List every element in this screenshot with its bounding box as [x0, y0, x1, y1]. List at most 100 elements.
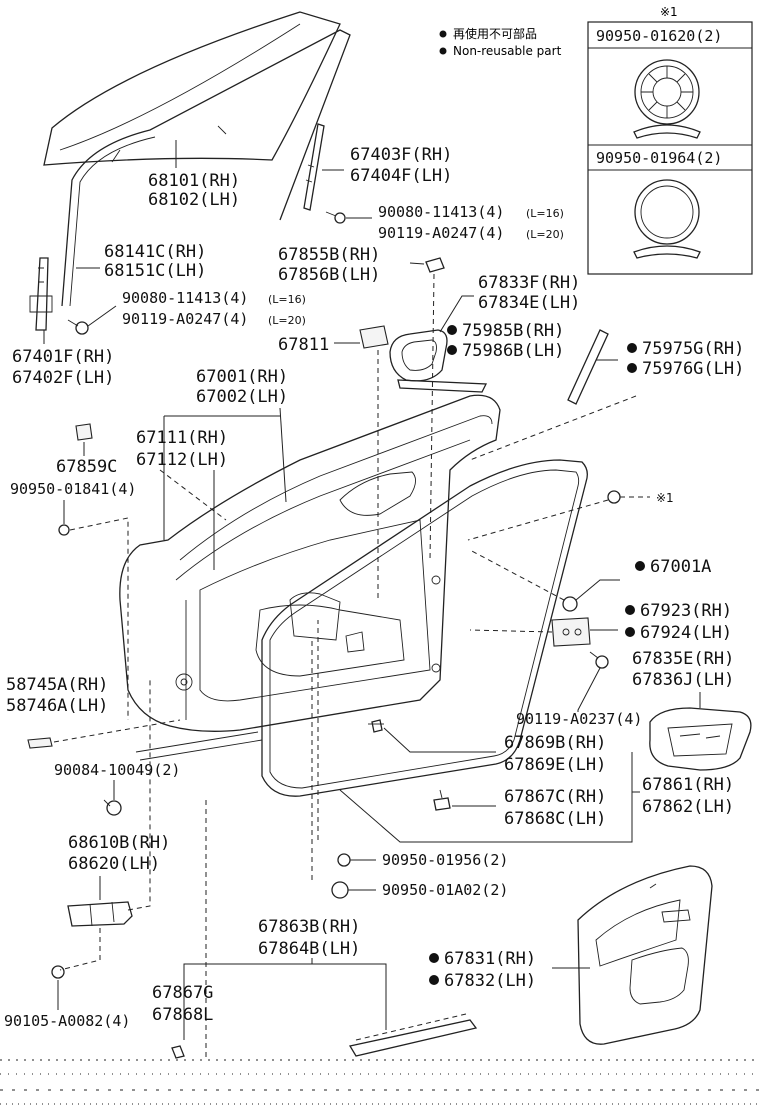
label-68102: 68102(LH)	[148, 190, 240, 210]
door-weatherstrip-icon	[135, 459, 588, 797]
leader	[339, 789, 633, 843]
bolt-icon	[67, 319, 89, 335]
hole-plug-icon	[58, 524, 70, 536]
hole-plug-icon	[337, 853, 351, 867]
door-hinge-icon	[67, 901, 133, 927]
label-68610B: 68610B(RH)	[68, 833, 170, 853]
label-67811: 67811	[278, 335, 329, 355]
label-90119-A0237: 90119-A0237(4)	[516, 710, 642, 728]
non-reusable-dot-icon	[429, 953, 439, 963]
label-90950-01956: 90950-01956(2)	[382, 851, 508, 869]
door-panel-icon	[119, 394, 501, 732]
label-75976G: 75976G(LH)	[642, 359, 744, 379]
leader	[87, 305, 117, 327]
label-90119-upper: 90119-A0247(4)	[378, 224, 504, 242]
door-check-cover-icon	[551, 617, 591, 647]
belt-moulding-icon	[397, 379, 488, 393]
leader	[383, 727, 496, 753]
non-reusable-dot-icon	[627, 363, 637, 373]
label-67832: 67832(LH)	[444, 971, 536, 991]
label-67867G: 67867G	[152, 983, 213, 1003]
label-67402F: 67402F(LH)	[12, 368, 114, 388]
label-67855B: 67855B(RH)	[278, 245, 380, 265]
label-67401F: 67401F(RH)	[12, 347, 114, 367]
label-90119-lower: 90119-A0247(4)	[122, 310, 248, 328]
clip-icon	[425, 257, 445, 273]
label-67111: 67111(RH)	[136, 428, 228, 448]
leader-dash	[53, 719, 181, 743]
front-sash-icon	[29, 257, 53, 331]
label-67856B: 67856B(LH)	[278, 265, 380, 285]
handle-bracket-icon	[649, 707, 752, 771]
cushion-icon	[75, 423, 93, 441]
label-67864B: 67864B(LH)	[258, 939, 360, 959]
label-67863B: 67863B(RH)	[258, 917, 360, 937]
leader-dash	[467, 499, 609, 541]
non-reusable-dot-icon	[627, 343, 637, 353]
bumper-icon	[562, 596, 578, 612]
label-67834E: 67834E(LH)	[478, 293, 580, 313]
leader-dash	[469, 395, 637, 461]
label-67867C: 67867C(RH)	[504, 787, 606, 807]
clip-icon	[368, 719, 384, 733]
leader	[279, 407, 287, 503]
label-67833F: 67833F(RH)	[478, 273, 580, 293]
label-90119-lower-note: (L=20)	[268, 314, 306, 327]
label-75986B: 75986B(LH)	[462, 341, 564, 361]
clip-icon	[433, 789, 451, 811]
label-75985B: 75985B(RH)	[462, 321, 564, 341]
label-67002: 67002(LH)	[196, 387, 288, 407]
label-67923: 67923(RH)	[640, 601, 732, 621]
hole-plug-inset: 90950-01620(2) 90950-01964(2)	[587, 21, 753, 275]
door-glass-icon	[43, 11, 341, 166]
label-67835E: 67835E(RH)	[632, 649, 734, 669]
label-90105: 90105-A0082(4)	[4, 1012, 130, 1030]
non-reusable-dot-icon	[447, 345, 457, 355]
label-90950-01841: 90950-01841(4)	[10, 480, 136, 498]
leader-dash	[429, 273, 435, 561]
lower-moulding-icon	[348, 1013, 478, 1057]
label-67403F: 67403F(RH)	[350, 145, 452, 165]
non-reusable-dot-icon	[635, 561, 645, 571]
label-90080-lower: 90080-11413(4)	[122, 289, 248, 307]
inset-part-2-label: 90950-01964(2)	[596, 149, 722, 167]
hole-plug-icon	[331, 881, 349, 899]
label-67868C: 67868C(LH)	[504, 809, 606, 829]
label-90119-upper-note: (L=20)	[526, 228, 564, 241]
non-reusable-dot-icon	[429, 975, 439, 985]
label-90080-upper-note: (L=16)	[526, 207, 564, 220]
inset-ref-mark: ※1	[660, 5, 678, 19]
door-trim-board-icon	[577, 865, 713, 1045]
label-67861: 67861(RH)	[642, 775, 734, 795]
label-67869B: 67869B(RH)	[504, 733, 606, 753]
leader-dash	[59, 928, 101, 971]
label-58745A: 58745A(RH)	[6, 675, 108, 695]
pillar-garnish-icon	[567, 329, 609, 405]
label-67862: 67862(LH)	[642, 797, 734, 817]
leader	[575, 579, 620, 601]
label-67836J: 67836J(LH)	[632, 670, 734, 690]
bolt-icon	[103, 799, 122, 816]
ref1-label: ※1	[656, 491, 674, 505]
label-67924: 67924(LH)	[640, 623, 732, 643]
label-67404F: 67404F(LH)	[350, 166, 452, 186]
label-67859C: 67859C	[56, 457, 117, 477]
label-90080-upper: 90080-11413(4)	[378, 203, 504, 221]
rear-sash-icon	[303, 123, 325, 211]
label-68141C: 68141C(RH)	[104, 242, 206, 262]
bolt-icon	[51, 965, 65, 979]
label-67001A: 67001A	[650, 557, 711, 577]
legend: 再使用不可部品 Non-reusable part ※1	[439, 5, 678, 58]
silencer-pad-icon	[27, 737, 53, 749]
non-reusable-dot-icon	[625, 605, 635, 615]
non-reusable-dot-icon	[439, 47, 447, 55]
label-67001: 67001(RH)	[196, 367, 288, 387]
leader	[577, 667, 601, 712]
leader-dash	[469, 549, 565, 601]
label-68101: 68101(RH)	[148, 171, 240, 191]
label-67112: 67112(LH)	[136, 450, 228, 470]
leader-dash	[127, 680, 151, 911]
label-68151C: 68151C(LH)	[104, 261, 206, 281]
inset-part-1-label: 90950-01620(2)	[596, 27, 722, 45]
inside-handle-bezel-icon	[389, 329, 448, 382]
